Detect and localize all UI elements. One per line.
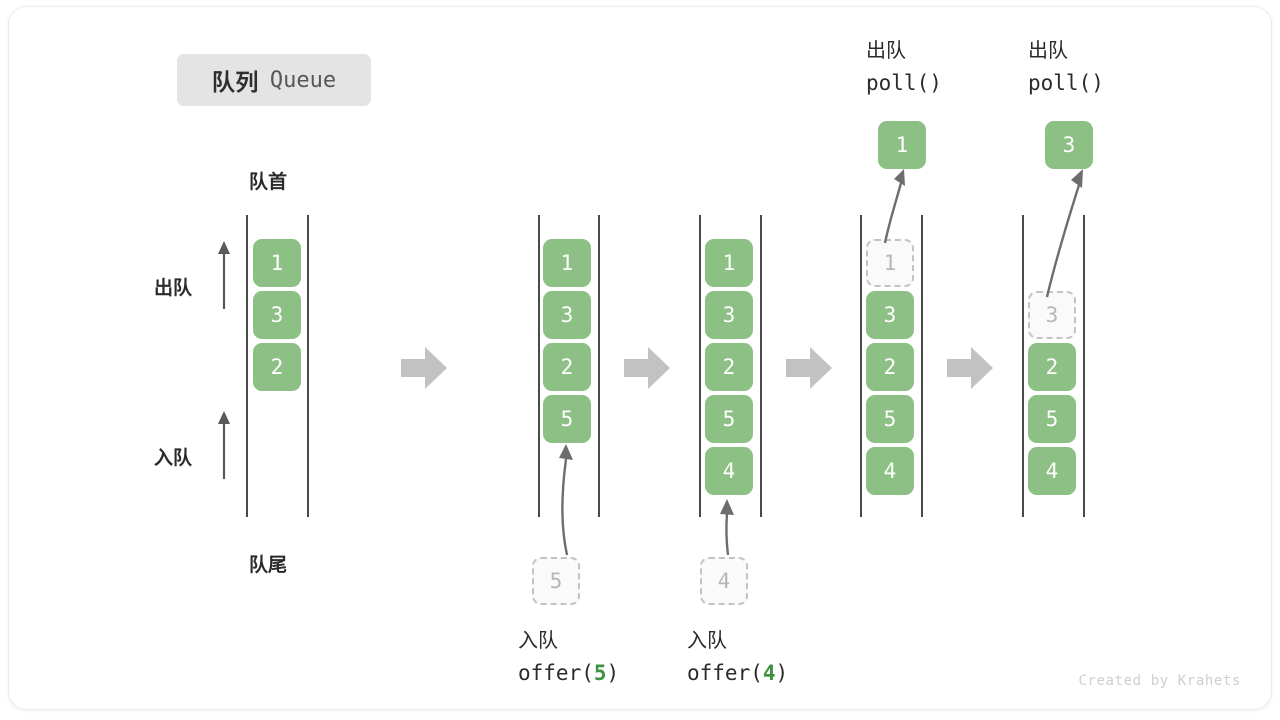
operation-label-poll-1: 出队 poll() — [866, 35, 942, 101]
column-3-rail-left — [699, 215, 701, 517]
cell: 1 — [253, 239, 301, 287]
footer-credit: Created by Krahets — [1078, 673, 1241, 689]
cell: 1 — [705, 239, 753, 287]
column-1-rail-right — [307, 215, 309, 517]
cell: 4 — [1028, 447, 1076, 495]
transition-arrow-icon — [947, 347, 993, 389]
column-2-rail-right — [598, 215, 600, 517]
cell-ghost: 1 — [866, 239, 914, 287]
column-4-cells: 1 3 2 5 4 — [866, 239, 914, 495]
column-1-cells: 1 3 2 — [253, 239, 301, 391]
column-4-rail-left — [860, 215, 862, 517]
column-5-dequeue-arrow-icon — [1033, 167, 1093, 299]
cell: 3 — [866, 291, 914, 339]
column-2-rail-left — [538, 215, 540, 517]
transition-arrow-icon — [401, 347, 447, 389]
cell: 2 — [705, 343, 753, 391]
operation-label-poll-3: 出队 poll() — [1028, 35, 1104, 101]
cell-ghost: 3 — [1028, 291, 1076, 339]
cell: 1 — [543, 239, 591, 287]
operation-label-offer-4: 入队 offer(4) — [687, 625, 788, 691]
transition-arrow-icon — [786, 347, 832, 389]
cell: 5 — [866, 395, 914, 443]
cell: 5 — [1028, 395, 1076, 443]
cell: 3 — [543, 291, 591, 339]
title-en: Queue — [269, 67, 337, 93]
column-4-dequeue-arrow-icon — [871, 167, 915, 245]
diagram-canvas: 队列 Queue 队首 队尾 出队 入队 1 3 2 1 3 2 — [8, 6, 1272, 710]
label-queue-front: 队首 — [249, 172, 288, 193]
diagram-title-badge: 队列 Queue — [177, 54, 371, 106]
operation-code: poll() — [1028, 71, 1104, 95]
column-2-enqueue-arrow-icon — [545, 437, 585, 557]
cell: 2 — [866, 343, 914, 391]
cell: 5 — [543, 395, 591, 443]
operation-code: offer(5) — [518, 661, 620, 685]
cell: 3 — [253, 291, 301, 339]
cell: 2 — [1028, 343, 1076, 391]
dequeued-result-cell: 3 — [1045, 121, 1093, 169]
operation-cn: 出队 — [1028, 40, 1068, 62]
cell: 4 — [866, 447, 914, 495]
cell: 2 — [543, 343, 591, 391]
column-5-rail-left — [1022, 215, 1024, 517]
column-3-rail-right — [760, 215, 762, 517]
incoming-ghost-cell: 4 — [700, 557, 748, 605]
incoming-ghost-cell: 5 — [532, 557, 580, 605]
enqueue-direction-arrow-icon — [217, 411, 231, 479]
operation-code: offer(4) — [687, 661, 789, 685]
cell: 3 — [705, 291, 753, 339]
transition-arrow-icon — [624, 347, 670, 389]
operation-cn: 出队 — [866, 40, 906, 62]
operation-code: poll() — [866, 71, 942, 95]
operation-label-offer-5: 入队 offer(5) — [518, 625, 619, 691]
dequeued-result-cell: 1 — [878, 121, 926, 169]
cell: 4 — [705, 447, 753, 495]
title-cn: 队列 — [211, 69, 259, 95]
cell: 2 — [253, 343, 301, 391]
column-4-rail-right — [921, 215, 923, 517]
cell: 5 — [705, 395, 753, 443]
dequeue-direction-arrow-icon — [217, 241, 231, 309]
column-3-cells: 1 3 2 5 4 — [705, 239, 753, 495]
column-5-cells: 3 2 5 4 — [1028, 239, 1076, 495]
column-1-rail-left — [246, 215, 248, 517]
label-queue-rear: 队尾 — [249, 555, 288, 576]
operation-cn: 入队 — [518, 630, 558, 652]
column-2-cells: 1 3 2 5 — [543, 239, 591, 443]
label-enqueue-direction: 入队 — [154, 448, 193, 469]
label-dequeue-direction: 出队 — [154, 278, 193, 299]
operation-cn: 入队 — [687, 630, 727, 652]
column-3-enqueue-arrow-icon — [713, 497, 747, 557]
column-5-rail-right — [1083, 215, 1085, 517]
